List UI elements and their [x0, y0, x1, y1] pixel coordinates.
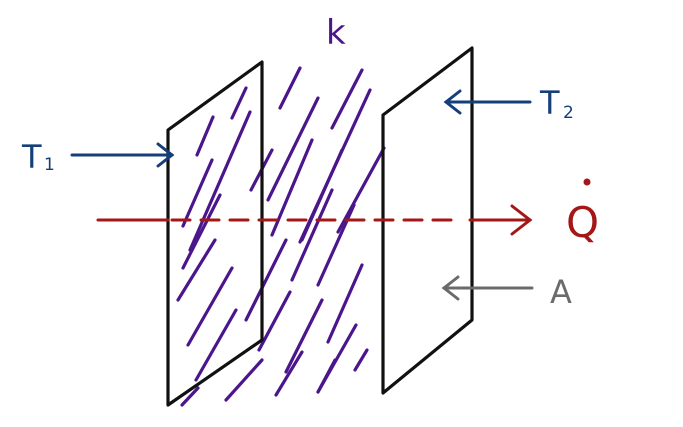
label-t2: T — [539, 84, 560, 122]
label-t1-subscript: 1 — [44, 155, 55, 175]
label-t2-subscript: 2 — [563, 103, 574, 123]
heat-rate-dot — [583, 178, 591, 186]
left-plate — [166, 60, 264, 407]
label-t1: T — [21, 138, 42, 176]
material-hatching — [176, 66, 386, 407]
area-arrow — [441, 275, 534, 301]
label-area: A — [550, 273, 572, 311]
label-heat-rate: Q — [566, 198, 599, 247]
t2-arrow — [443, 89, 532, 115]
heat-flow-arrow — [96, 204, 533, 236]
label-k: k — [326, 13, 346, 53]
t1-arrow — [70, 142, 175, 168]
right-plate — [381, 46, 474, 395]
